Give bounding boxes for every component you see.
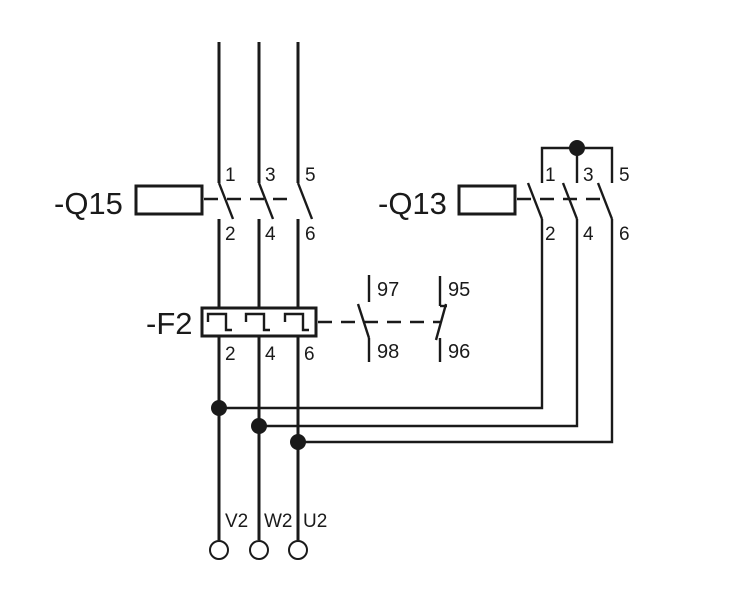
q13-coil <box>457 184 517 216</box>
output-label-u2: U2 <box>303 511 327 532</box>
q13-terminal-4: 4 <box>583 224 594 245</box>
q13-terminal-3: 3 <box>583 165 594 186</box>
q13-bridge-junction <box>569 140 585 156</box>
q13-terminal-1: 1 <box>545 165 556 186</box>
f2-aux-95: 95 <box>448 279 470 301</box>
q13-terminal-5: 5 <box>619 165 630 186</box>
f2-body <box>200 306 318 338</box>
q13-terminal-2: 2 <box>545 224 556 245</box>
q15-terminal-1: 1 <box>225 165 236 186</box>
thermal-element-2 <box>244 312 270 332</box>
junction-w2 <box>251 418 267 434</box>
q13-return-wire-3 <box>298 219 614 444</box>
q13-terminal-6: 6 <box>619 224 630 245</box>
q13-return-wire-1 <box>219 219 544 410</box>
f2-thermal-elements <box>206 312 309 332</box>
q13-return-wiring <box>211 219 614 450</box>
q15-terminal-2: 2 <box>225 224 236 245</box>
f2-terminal-2: 2 <box>225 344 236 365</box>
q13-contact-3 <box>596 182 614 220</box>
f2-aux-contact-no: 97 98 <box>356 275 399 363</box>
junction-v2 <box>211 400 227 416</box>
f2-aux-97: 97 <box>377 279 399 301</box>
output-label-w2: W2 <box>264 511 293 532</box>
q15-terminal-3: 3 <box>265 165 276 186</box>
q13-designation: -Q13 <box>378 186 447 221</box>
q15-contact-2 <box>257 182 275 220</box>
terminal-w2 <box>249 540 269 560</box>
q15-terminal-4: 4 <box>265 224 276 245</box>
q15-coil <box>134 184 204 216</box>
f2-designation: -F2 <box>146 306 193 341</box>
aux-no-blade <box>356 303 371 339</box>
f2-terminal-4: 4 <box>265 344 276 365</box>
q13-contact-1 <box>526 182 544 220</box>
output-label-separators <box>257 508 300 532</box>
output-terminals: V2 W2 U2 <box>209 511 327 560</box>
output-label-v2: V2 <box>225 511 248 532</box>
junction-u2 <box>290 434 306 450</box>
terminal-v2 <box>209 540 229 560</box>
q13-contact-2 <box>561 182 579 220</box>
q13-return-wire-2 <box>259 219 579 428</box>
f2-aux-98: 98 <box>377 341 399 363</box>
f2-aux-contact-nc: 95 96 <box>434 276 470 363</box>
q15-contact-3 <box>296 182 314 220</box>
main-conductors <box>217 42 300 540</box>
overload-relay-f2: -F2 2 4 6 97 98 95 96 <box>146 275 470 365</box>
q15-designation: -Q15 <box>54 186 123 221</box>
contactor-q15: -Q15 1 3 5 2 4 6 <box>54 165 316 245</box>
f2-aux-96: 96 <box>448 341 470 363</box>
contactor-q13: -Q13 1 3 5 2 4 6 <box>378 140 630 245</box>
aux-nc-blade <box>434 303 448 341</box>
f2-terminal-6: 6 <box>304 344 315 365</box>
terminal-u2 <box>288 540 308 560</box>
q15-contact-1 <box>217 182 235 220</box>
q15-terminal-5: 5 <box>305 165 316 186</box>
thermal-element-3 <box>283 312 309 332</box>
thermal-element-1 <box>206 312 232 332</box>
q15-terminal-6: 6 <box>305 224 316 245</box>
